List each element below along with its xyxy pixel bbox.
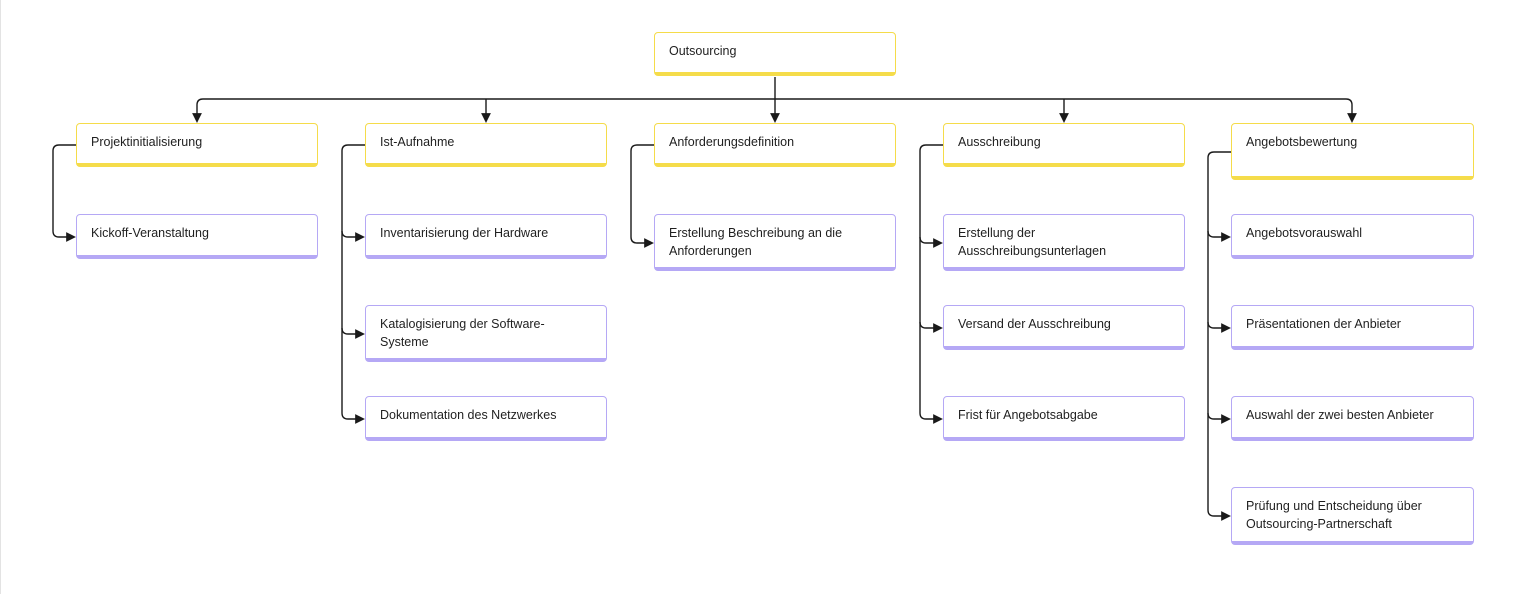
task-label: Auswahl der zwei besten Anbieter bbox=[1246, 408, 1434, 422]
task-dokumentation-netzwerk[interactable]: Dokumentation des Netzwerkes bbox=[365, 396, 607, 441]
phase-label: Anforderungsdefinition bbox=[669, 135, 795, 149]
root-label: Outsourcing bbox=[669, 44, 737, 58]
task-branch-connector bbox=[919, 412, 943, 424]
phase-label: Angebotsbewertung bbox=[1246, 135, 1358, 149]
task-spine bbox=[341, 144, 365, 413]
task-branch-connector bbox=[919, 236, 943, 248]
task-branch-connector bbox=[1207, 321, 1231, 333]
phase-label: Ausschreibung bbox=[958, 135, 1041, 149]
canvas-edge bbox=[0, 0, 1, 594]
task-label: Prüfung und Entscheidung über Outsourcin… bbox=[1246, 499, 1422, 531]
phase-ausschreibung[interactable]: Ausschreibung bbox=[943, 123, 1185, 167]
phase-projektinitialisierung[interactable]: Projektinitialisierung bbox=[76, 123, 318, 167]
task-angebotsvorauswahl[interactable]: Angebotsvorauswahl bbox=[1231, 214, 1474, 259]
phase-drop-connector bbox=[1345, 98, 1357, 123]
root-node[interactable]: Outsourcing bbox=[654, 32, 896, 76]
task-label: Katalogisierung der Software-Systeme bbox=[380, 317, 545, 349]
task-branch-connector bbox=[341, 412, 365, 424]
task-frist-angebotsabgabe[interactable]: Frist für Angebotsabgabe bbox=[943, 396, 1185, 441]
phase-angebotsbewertung[interactable]: Angebotsbewertung bbox=[1231, 123, 1474, 180]
task-branch-connector bbox=[1207, 412, 1231, 424]
task-kickoff-veranstaltung[interactable]: Kickoff-Veranstaltung bbox=[76, 214, 318, 259]
task-versand-ausschreibung[interactable]: Versand der Ausschreibung bbox=[943, 305, 1185, 350]
task-inventarisierung-hardware[interactable]: Inventarisierung der Hardware bbox=[365, 214, 607, 259]
task-label: Dokumentation des Netzwerkes bbox=[380, 408, 557, 422]
task-spine bbox=[52, 144, 76, 231]
task-branch-connector bbox=[52, 230, 76, 242]
task-label: Erstellung Beschreibung an die Anforderu… bbox=[669, 226, 843, 258]
task-label: Frist für Angebotsabgabe bbox=[958, 408, 1098, 422]
task-ausschreibungsunterlagen[interactable]: Erstellung der Ausschreibungsunterlagen bbox=[943, 214, 1185, 271]
task-pruefung-entscheidung[interactable]: Prüfung und Entscheidung über Outsourcin… bbox=[1231, 487, 1474, 545]
phase-drop-connector bbox=[192, 98, 204, 123]
task-label: Angebotsvorauswahl bbox=[1246, 226, 1363, 240]
task-auswahl-anbieter[interactable]: Auswahl der zwei besten Anbieter bbox=[1231, 396, 1474, 441]
task-branch-connector bbox=[1207, 230, 1231, 242]
task-spine bbox=[630, 144, 654, 237]
task-label: Versand der Ausschreibung bbox=[958, 317, 1111, 331]
task-praesentationen-anbieter[interactable]: Präsentationen der Anbieter bbox=[1231, 305, 1474, 350]
task-branch-connector bbox=[1207, 509, 1231, 521]
phase-label: Projektinitialisierung bbox=[91, 135, 203, 149]
task-label: Präsentationen der Anbieter bbox=[1246, 317, 1401, 331]
task-erstellung-beschreibung[interactable]: Erstellung Beschreibung an die Anforderu… bbox=[654, 214, 896, 271]
task-branch-connector bbox=[630, 236, 654, 248]
phase-label: Ist-Aufnahme bbox=[380, 135, 455, 149]
task-label: Kickoff-Veranstaltung bbox=[91, 226, 209, 240]
task-branch-connector bbox=[341, 230, 365, 242]
task-spine bbox=[919, 144, 943, 413]
task-branch-connector bbox=[919, 321, 943, 333]
phase-ist-aufnahme[interactable]: Ist-Aufnahme bbox=[365, 123, 607, 167]
task-spine bbox=[1207, 151, 1231, 510]
task-label: Erstellung der Ausschreibungsunterlagen bbox=[958, 226, 1107, 258]
task-katalogisierung-software[interactable]: Katalogisierung der Software-Systeme bbox=[365, 305, 607, 362]
task-branch-connector bbox=[341, 327, 365, 339]
task-label: Inventarisierung der Hardware bbox=[380, 226, 549, 240]
phase-anforderungsdefinition[interactable]: Anforderungsdefinition bbox=[654, 123, 896, 167]
